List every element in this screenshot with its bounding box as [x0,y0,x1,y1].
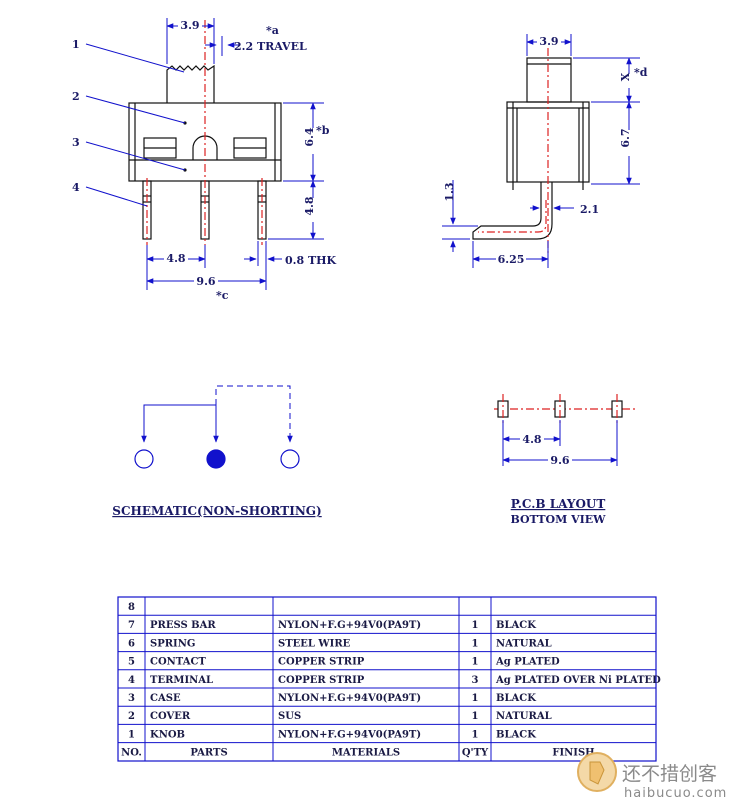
terminal-right [280,449,300,469]
dim-bend: 1.3 [443,182,456,201]
dim-knob-width: 3.9 [180,19,199,32]
cell-finish: NATURAL [496,711,552,722]
dim-body-height: 6.4 [303,127,316,146]
dim-pin-length: 4.8 [303,196,316,215]
note-d: *d [634,66,648,79]
table-row: 5 CONTACT COPPER STRIP 1 Ag PLATED [128,657,560,668]
table-header-row: NO. PARTS MATERIALS Q'TY FINISH [121,748,595,759]
cell-finish: NATURAL [496,638,552,649]
callout-1: 1 [72,38,80,51]
cell-qty: 1 [472,638,479,649]
cell-no: 3 [128,693,135,704]
table-row: 3 CASE NYLON+F.G+94V0(PA9T) 1 BLACK [128,693,536,704]
dim-offset: 2.1 [580,203,599,216]
callout-3: 3 [72,136,80,149]
cell-part: TERMINAL [150,675,213,686]
table-row: 4 TERMINAL COPPER STRIP 3 Ag PLATED OVER Ni … [128,675,661,686]
callout-4: 4 [72,181,80,194]
cell-material: COPPER STRIP [278,675,365,686]
cell-material: NYLON+F.G+94V0(PA9T) [278,693,421,704]
dim-total-width: 9.6 [196,275,215,288]
cell-material: SUS [278,711,301,722]
pcb-caption-line2: BOTTOM VIEW [510,513,606,526]
cell-material: NYLON+F.G+94V0(PA9T) [278,729,421,740]
cell-material: NYLON+F.G+94V0(PA9T) [278,620,421,631]
table-row: 7 PRESS BAR NYLON+F.G+94V0(PA9T) 1 BLACK [128,620,536,631]
dim-x: X [619,72,632,81]
cell-qty: 1 [472,693,479,704]
side-view: 3.9 X *d 6.7 1.3 2.1 6.25 [442,34,648,268]
cell-qty: 1 [472,620,479,631]
cell-material: COPPER STRIP [278,657,365,668]
callout-2: 2 [72,90,80,103]
schematic: SCHEMATIC(NON-SHORTING) [112,385,322,518]
header-material: MATERIALS [332,748,400,759]
cell-qty: 1 [472,711,479,722]
table-row: 6 SPRING STEEL WIRE 1 NATURAL [128,638,552,649]
cell-finish: BLACK [496,729,536,740]
cell-no: 6 [128,638,135,649]
header-qty: Q'TY [462,748,489,759]
table-row: 8 [128,602,135,613]
cell-part: CONTACT [150,657,206,668]
cell-no: 1 [128,729,135,740]
cell-qty: 1 [472,729,479,740]
pcb-layout: 4.8 9.6 P.C.B LAYOUT BOTTOM VIEW [494,394,636,526]
cell-part: SPRING [150,638,195,649]
table-row: 1 KNOB NYLON+F.G+94V0(PA9T) 1 BLACK [128,729,536,740]
table-row: 2 COVER SUS 1 NATURAL [128,711,552,722]
cell-finish: BLACK [496,693,536,704]
watermark-line1: 还不措创客 [622,763,717,785]
cell-no: 2 [128,711,135,722]
watermark-line2: haibucuo.com [624,786,727,801]
bent-terminal [472,182,553,240]
pcb-caption-line1: P.C.B LAYOUT [511,497,606,511]
watermark: 还不措创客 haibucuo.com [577,752,727,801]
cell-qty: 1 [472,657,479,668]
dim-side-body-height: 6.7 [619,128,632,147]
cell-part: PRESS BAR [150,620,216,631]
header-finish: FINISH [552,748,594,759]
header-no: NO. [121,748,142,759]
dim-pcb-total: 9.6 [550,454,569,467]
terminal-common [206,449,226,469]
knob-outline [166,64,215,103]
dim-travel: 2.2 TRAVEL [234,40,307,53]
cell-no: 4 [128,675,135,686]
front-view: 1 2 3 4 3.9 *a 2.2 TRAVEL 6.4 *b 4.8 4.8 [72,18,337,302]
cell-part: COVER [150,711,191,722]
cell-finish: Ag PLATED [495,657,560,668]
dim-pcb-pitch: 4.8 [522,433,541,446]
dim-thickness: 0.8 THK [285,254,337,267]
header-part: PARTS [190,748,227,759]
note-b: *b [316,124,330,137]
cell-qty: 3 [472,675,479,686]
dim-pitch: 4.8 [166,252,185,265]
cell-no: 8 [128,602,135,613]
dim-foot: 6.25 [498,253,525,266]
cell-part: KNOB [150,729,185,740]
schematic-caption: SCHEMATIC(NON-SHORTING) [112,504,321,518]
dim-side-knob-width: 3.9 [539,35,558,48]
terminal-left [134,449,154,469]
note-c: *c [216,289,229,302]
note-a: *a [266,24,279,37]
cell-finish: Ag PLATED OVER Ni PLATED [495,675,661,686]
cell-no: 5 [128,657,135,668]
cell-material: STEEL WIRE [278,638,351,649]
cell-finish: BLACK [496,620,536,631]
cell-part: CASE [150,693,181,704]
cell-no: 7 [128,620,135,631]
